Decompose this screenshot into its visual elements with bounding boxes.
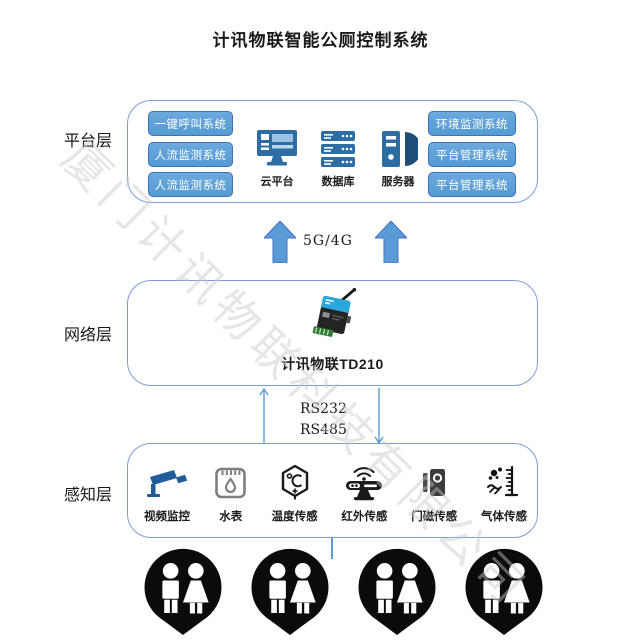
people-flow-monitor-button: 人流监测系统 [148, 172, 233, 197]
infrared-sensor-item: 红外传感 [341, 462, 387, 524]
uplink-arrow-icon [262, 220, 298, 268]
uplink-arrow-icon [373, 220, 409, 268]
serial-up-arrow-icon [258, 387, 270, 450]
toilet-connector-line [331, 538, 333, 559]
server-label: 服务器 [381, 176, 415, 188]
restroom-pin [460, 545, 548, 637]
network-layer-box: 计讯物联TD210 [127, 280, 538, 386]
sensor-row: 视频监控 [144, 462, 527, 524]
perception-layer-box: 视频监控 [127, 443, 538, 538]
rs485-label: RS485 [300, 422, 347, 438]
temperature-sensor-item: 温度传感 [272, 462, 318, 524]
restroom-pin [246, 545, 334, 637]
serial-labels: RS232 RS485 [300, 399, 347, 441]
water-meter-icon [214, 462, 248, 502]
water-meter-label: 水表 [219, 511, 243, 523]
cloud-platform-icon [256, 126, 298, 168]
database-item: 数据库 [320, 126, 356, 189]
platform-layer-label: 平台层 [64, 133, 113, 150]
environment-monitor-button: 环境监测系统 [428, 111, 516, 136]
platform-management-button: 平台管理系统 [428, 172, 516, 197]
infrared-sensor-label: 红外传感 [341, 511, 388, 523]
cloud-platform-label: 云平台 [260, 176, 294, 188]
gas-sensor-item: 气体传感 [481, 462, 527, 524]
database-icon [320, 126, 356, 168]
people-flow-monitor-button: 人流监测系统 [148, 142, 233, 167]
uplink-label: 5G/4G [303, 233, 353, 249]
door-magnet-sensor-item: 门磁传感 [411, 462, 457, 524]
video-monitor-item: 视频监控 [144, 462, 190, 524]
infrared-sensor-icon [342, 462, 386, 502]
server-icon [378, 126, 418, 168]
platform-core-items: 云平台 [256, 126, 418, 189]
cctv-camera-icon [144, 462, 190, 502]
platform-management-button: 平台管理系统 [428, 142, 516, 167]
one-key-call-system-button: 一键呼叫系统 [148, 111, 233, 136]
perception-layer-label: 感知层 [64, 487, 113, 504]
platform-layer-box: 一键呼叫系统 人流监测系统 人流监测系统 环境监测系统 平台管理系统 平台管理系… [127, 100, 538, 203]
video-monitor-label: 视频监控 [144, 511, 190, 523]
rs232-label: RS232 [300, 401, 347, 417]
restroom-pin [353, 545, 441, 637]
water-meter-item: 水表 [214, 462, 248, 524]
restroom-pins [0, 545, 641, 640]
door-magnet-sensor-icon [418, 462, 450, 502]
gas-sensor-icon [486, 462, 522, 502]
database-label: 数据库 [321, 176, 355, 188]
cloud-platform-item: 云平台 [256, 126, 298, 189]
network-layer-label: 网络层 [64, 327, 113, 344]
restroom-pin [139, 545, 227, 637]
dtu-td210-icon [304, 283, 362, 353]
gas-sensor-label: 气体传感 [480, 511, 527, 523]
page-title: 计讯物联智能公厕控制系统 [212, 31, 429, 50]
temperature-sensor-icon [278, 462, 312, 502]
dtu-td210-label: 计讯物联TD210 [281, 356, 384, 372]
temperature-sensor-label: 温度传感 [271, 511, 318, 523]
serial-down-arrow-icon [373, 387, 385, 450]
server-item: 服务器 [378, 126, 418, 189]
door-magnet-sensor-label: 门磁传感 [411, 511, 458, 523]
